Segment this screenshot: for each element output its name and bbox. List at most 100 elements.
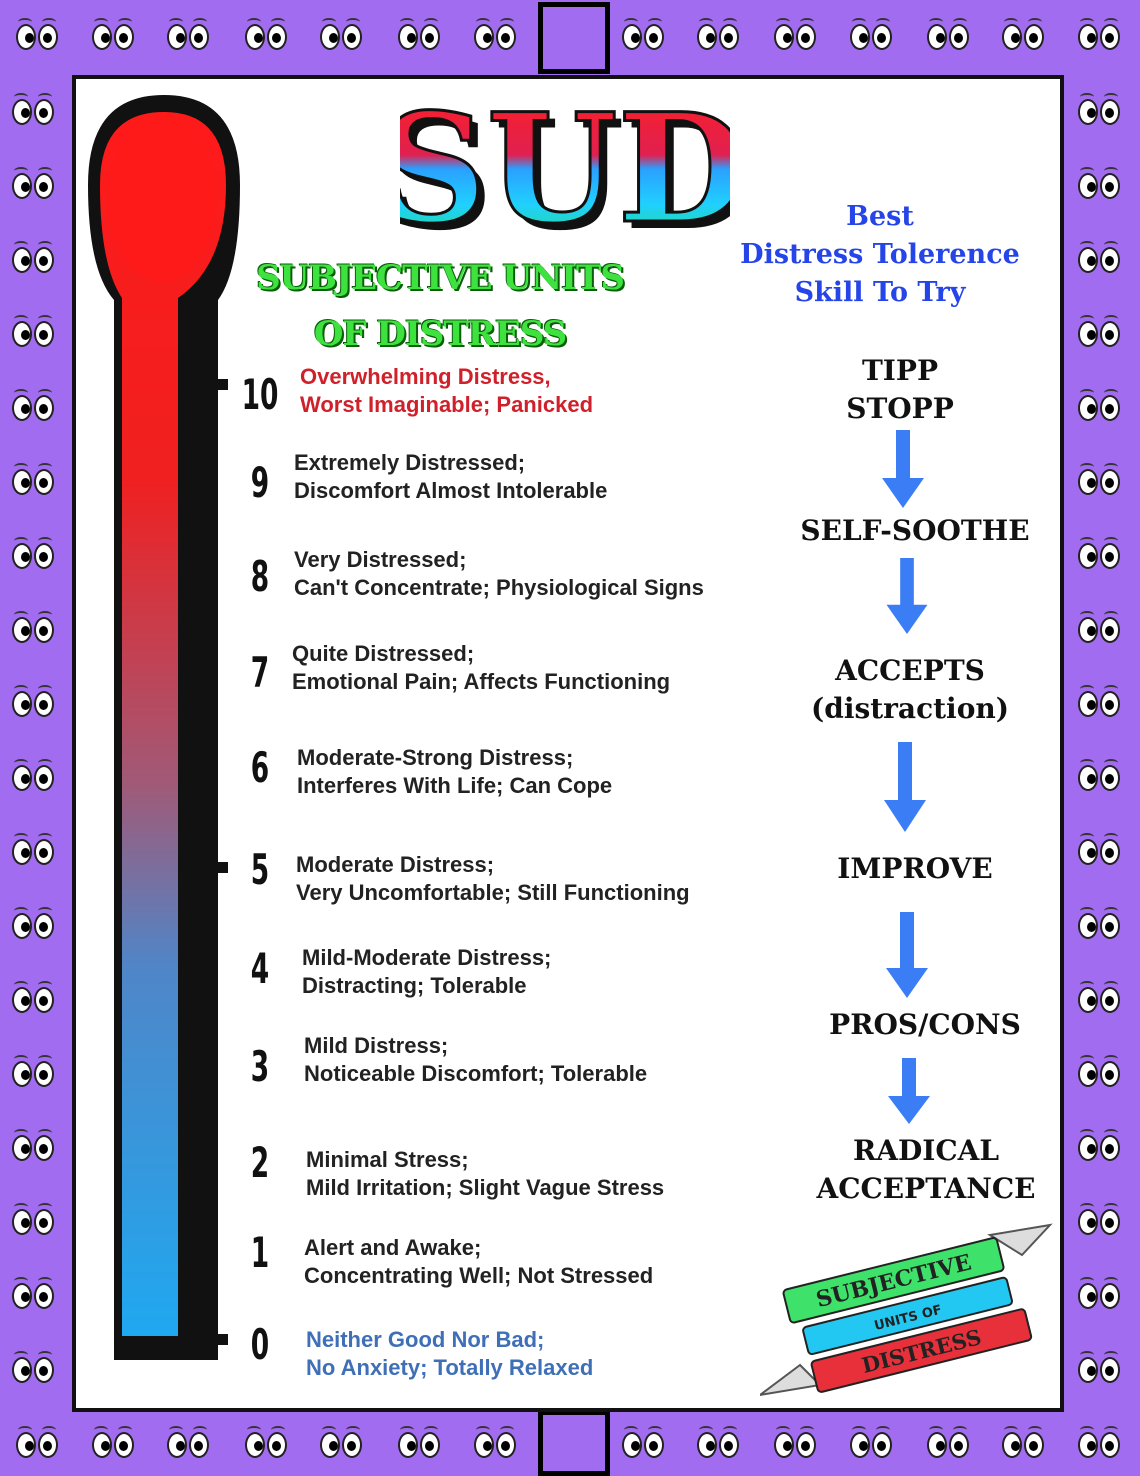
googly-eyes-icon bbox=[10, 1351, 58, 1387]
level-description-9: Extremely Distressed;Discomfort Almost I… bbox=[294, 449, 607, 505]
best-skill-heading: Best Distress Tolerence Skill To Try bbox=[725, 198, 1035, 312]
level-number-4: 4 bbox=[250, 944, 270, 993]
level-line-1: Minimal Stress; bbox=[306, 1147, 469, 1172]
googly-eyes-icon bbox=[695, 1426, 743, 1462]
best-skill-heading-line-3: Skill To Try bbox=[794, 277, 966, 308]
down-arrow-icon bbox=[882, 430, 924, 508]
googly-eyes-icon bbox=[1076, 463, 1124, 499]
level-line-2: Can't Concentrate; Physiological Signs bbox=[294, 575, 704, 600]
googly-eyes-icon bbox=[243, 18, 291, 54]
googly-eyes-icon bbox=[10, 833, 58, 869]
googly-eyes-icon bbox=[10, 685, 58, 721]
googly-eyes-icon bbox=[1076, 1351, 1124, 1387]
googly-eyes-icon bbox=[1076, 1129, 1124, 1165]
ribbon-tail-bottom bbox=[760, 1363, 823, 1396]
sud-title: SUD SUD bbox=[400, 80, 730, 259]
level-description-6: Moderate-Strong Distress;Interferes With… bbox=[297, 744, 612, 800]
googly-eyes-icon bbox=[165, 18, 213, 54]
best-skill-heading-line-1: Best bbox=[846, 201, 914, 232]
googly-eyes-icon bbox=[1076, 1277, 1124, 1313]
subtitle-line-2: OF DISTRESS bbox=[313, 314, 567, 354]
googly-eyes-icon bbox=[1076, 833, 1124, 869]
skill-radical-acceptance: RADICAL ACCEPTANCE bbox=[806, 1132, 1046, 1208]
level-line-2: Mild Irritation; Slight Vague Stress bbox=[306, 1175, 665, 1200]
googly-eyes-icon bbox=[1076, 18, 1124, 54]
googly-eyes-icon bbox=[925, 18, 973, 54]
skill-pros-cons: PROS/CONS bbox=[810, 1006, 1040, 1044]
level-line-2: Emotional Pain; Affects Functioning bbox=[292, 669, 671, 694]
googly-eyes-icon bbox=[10, 167, 58, 203]
level-description-2: Minimal Stress; Mild Irritation; Slight V… bbox=[306, 1146, 664, 1202]
down-arrow-icon bbox=[888, 1058, 930, 1124]
googly-eyes-icon bbox=[695, 18, 743, 54]
googly-eyes-icon bbox=[1076, 611, 1124, 647]
googly-eyes-icon bbox=[10, 537, 58, 573]
googly-eyes-icon bbox=[1076, 241, 1124, 277]
level-line-2: Distracting; Tolerable bbox=[302, 973, 527, 998]
googly-eyes-icon bbox=[1076, 315, 1124, 351]
googly-eyes-icon bbox=[10, 93, 58, 129]
level-line-1: Alert and Awake; bbox=[304, 1235, 482, 1260]
googly-eyes-icon bbox=[10, 1055, 58, 1091]
level-number-10: 10 bbox=[241, 370, 279, 419]
level-line-2: Discomfort Almost Intolerable bbox=[294, 478, 608, 503]
subtitle-line-1: SUBJECTIVE UNITS bbox=[256, 258, 625, 298]
sud-title-shadow: SUD bbox=[400, 88, 730, 258]
googly-eyes-icon bbox=[318, 1426, 366, 1462]
googly-eyes-icon bbox=[1076, 1055, 1124, 1091]
googly-eyes-icon bbox=[1076, 167, 1124, 203]
googly-eyes-icon bbox=[396, 1426, 444, 1462]
level-number-9: 9 bbox=[250, 458, 270, 507]
skill-tipp-stopp: TIPP STOPP bbox=[790, 352, 1010, 428]
top-center-square bbox=[538, 2, 610, 74]
skill-self-soothe: SELF-SOOTHE bbox=[790, 512, 1040, 550]
level-description-5: Moderate Distress;Very Uncomfortable; St… bbox=[296, 851, 690, 907]
googly-eyes-icon bbox=[1076, 981, 1124, 1017]
googly-eyes-icon bbox=[472, 18, 520, 54]
googly-eyes-icon bbox=[165, 1426, 213, 1462]
ribbon-red bbox=[810, 1308, 1033, 1393]
googly-eyes-icon bbox=[1076, 537, 1124, 573]
down-arrow-icon bbox=[884, 742, 926, 832]
level-number-3: 3 bbox=[250, 1042, 270, 1091]
googly-eyes-icon bbox=[1076, 759, 1124, 795]
level-number-1: 1 bbox=[250, 1228, 270, 1277]
googly-eyes-icon bbox=[620, 18, 668, 54]
subtitle: SUBJECTIVE UNITS OF DISTRESS bbox=[230, 250, 650, 362]
skill-tipp-label: TIPP bbox=[861, 354, 939, 387]
googly-eyes-icon bbox=[396, 18, 444, 54]
googly-eyes-icon bbox=[10, 1129, 58, 1165]
ribbon-green bbox=[782, 1236, 1005, 1324]
level-line-1: Neither Good Nor Bad; bbox=[306, 1327, 545, 1352]
level-line-2: Noticeable Discomfort; Tolerable bbox=[304, 1061, 648, 1086]
skill-improve: IMPROVE bbox=[810, 850, 1020, 888]
googly-eyes-icon bbox=[10, 463, 58, 499]
skill-improve-label: IMPROVE bbox=[837, 852, 993, 885]
googly-eyes-icon bbox=[10, 1203, 58, 1239]
googly-eyes-icon bbox=[10, 389, 58, 425]
skill-stopp-label: STOPP bbox=[846, 392, 954, 425]
level-number-2: 2 bbox=[250, 1138, 270, 1187]
googly-eyes-icon bbox=[10, 611, 58, 647]
googly-eyes-icon bbox=[10, 759, 58, 795]
level-number-6: 6 bbox=[250, 743, 270, 792]
googly-eyes-icon bbox=[772, 1426, 820, 1462]
googly-eyes-icon bbox=[90, 1426, 138, 1462]
level-description-1: Alert and Awake;Concentrating Well; Not … bbox=[304, 1234, 653, 1290]
googly-eyes-icon bbox=[10, 241, 58, 277]
level-line-1: Mild-Moderate Distress; bbox=[302, 945, 552, 970]
level-number-8: 8 bbox=[250, 552, 270, 601]
level-description-8: Very Distressed; Can't Concentrate; Physi… bbox=[294, 546, 704, 602]
bottom-center-square bbox=[538, 1410, 610, 1476]
level-number-0: 0 bbox=[250, 1320, 270, 1369]
googly-eyes-icon bbox=[1076, 389, 1124, 425]
down-arrow-icon bbox=[886, 558, 928, 635]
level-line-1: Overwhelming Distress, bbox=[300, 364, 551, 389]
googly-eyes-icon bbox=[10, 315, 58, 351]
level-line-1: Very Distressed; bbox=[294, 547, 467, 572]
down-arrow-icon bbox=[886, 912, 928, 998]
googly-eyes-icon bbox=[10, 981, 58, 1017]
level-line-2: Worst Imaginable; Panicked bbox=[300, 392, 594, 417]
googly-eyes-icon bbox=[14, 1426, 62, 1462]
level-number-5: 5 bbox=[250, 845, 270, 894]
